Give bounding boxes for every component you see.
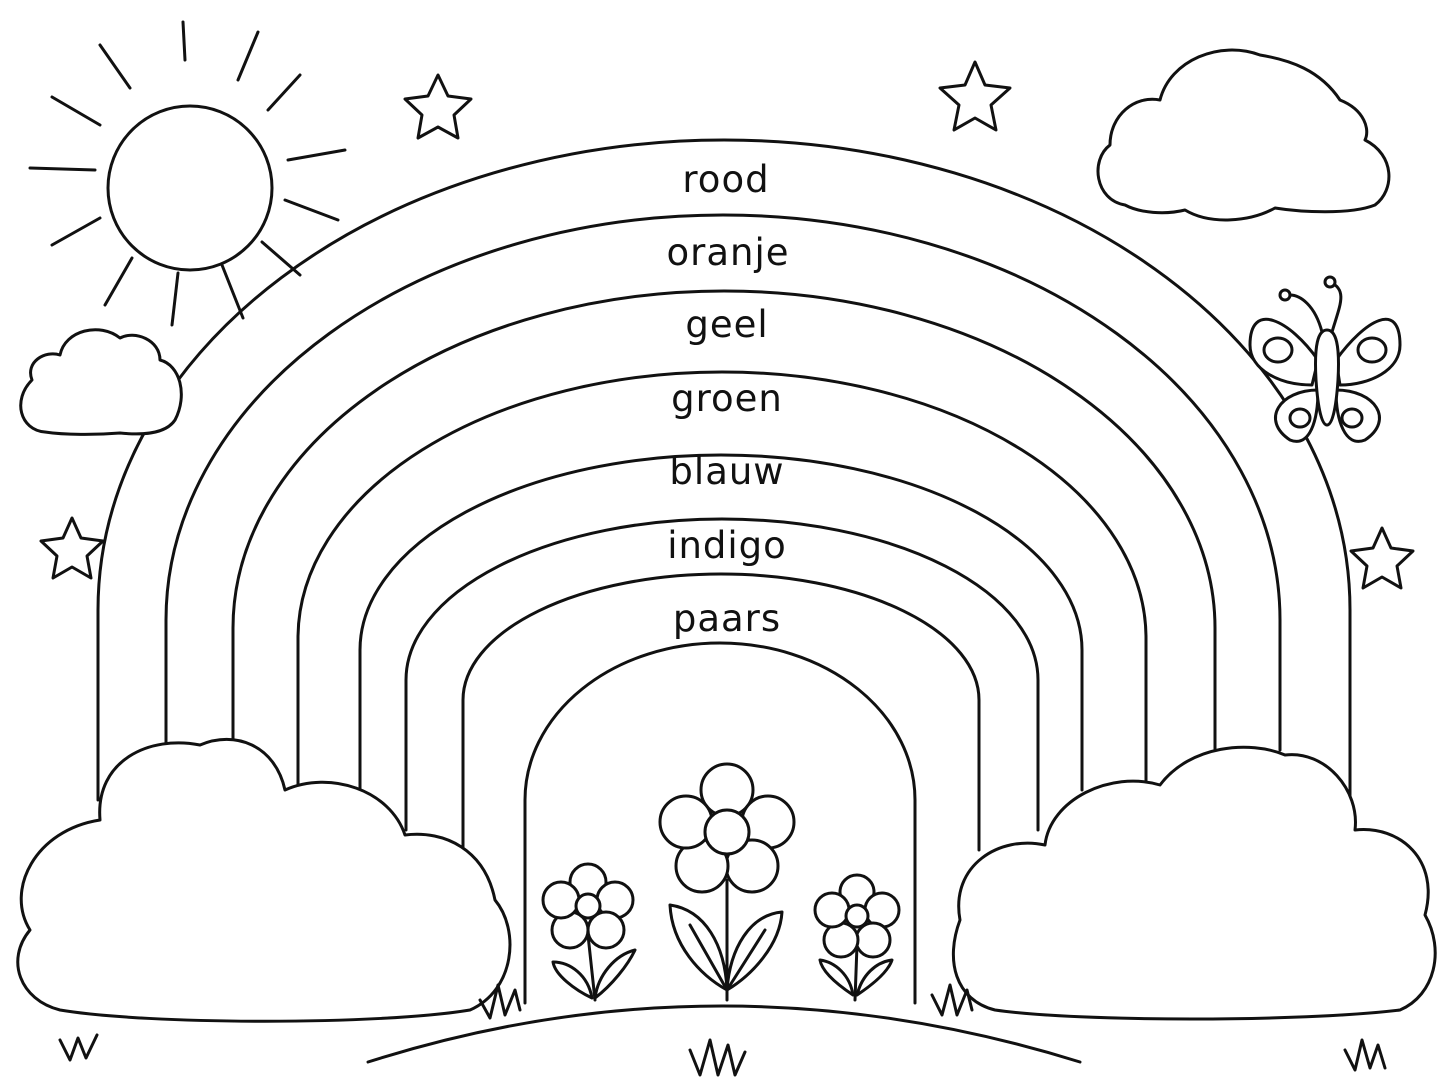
star-top-left bbox=[403, 73, 473, 140]
rainbow-arc-6 bbox=[404, 517, 1040, 832]
rainbow-arc-5 bbox=[358, 453, 1084, 792]
flower-center bbox=[658, 762, 796, 1002]
rainbow bbox=[96, 138, 1352, 1005]
band-label-blauw: blauw bbox=[669, 450, 784, 493]
rainbow-arc-3 bbox=[231, 289, 1217, 752]
band-label-geel: geel bbox=[685, 303, 768, 346]
star-right bbox=[1349, 526, 1415, 590]
star-left bbox=[39, 516, 105, 580]
flower-right bbox=[813, 873, 901, 1002]
band-label-rood: rood bbox=[682, 158, 769, 201]
band-label-paars: paars bbox=[673, 597, 781, 640]
butterfly bbox=[1248, 275, 1402, 443]
rainbow-arc-2 bbox=[164, 213, 1282, 752]
hill bbox=[366, 1004, 1082, 1064]
cloud-small-left bbox=[19, 328, 183, 436]
star-top-right bbox=[938, 60, 1012, 132]
rainbow-arc-8 bbox=[523, 641, 917, 1005]
band-label-groen: groen bbox=[671, 377, 783, 420]
stars bbox=[39, 60, 1415, 590]
cloud-bottom-right bbox=[952, 745, 1437, 1021]
sun bbox=[28, 20, 347, 327]
band-labels: rood oranje geel groen blauw indigo paar… bbox=[666, 158, 789, 640]
flower-left bbox=[541, 862, 637, 1002]
rainbow-arc-4 bbox=[296, 370, 1148, 797]
grass-tufts bbox=[58, 983, 1387, 1077]
band-label-indigo: indigo bbox=[667, 524, 787, 567]
rainbow-arc-7 bbox=[461, 572, 981, 882]
band-label-oranje: oranje bbox=[666, 231, 789, 274]
cloud-bottom-left bbox=[16, 737, 512, 1023]
cloud-top-right bbox=[1096, 48, 1391, 222]
